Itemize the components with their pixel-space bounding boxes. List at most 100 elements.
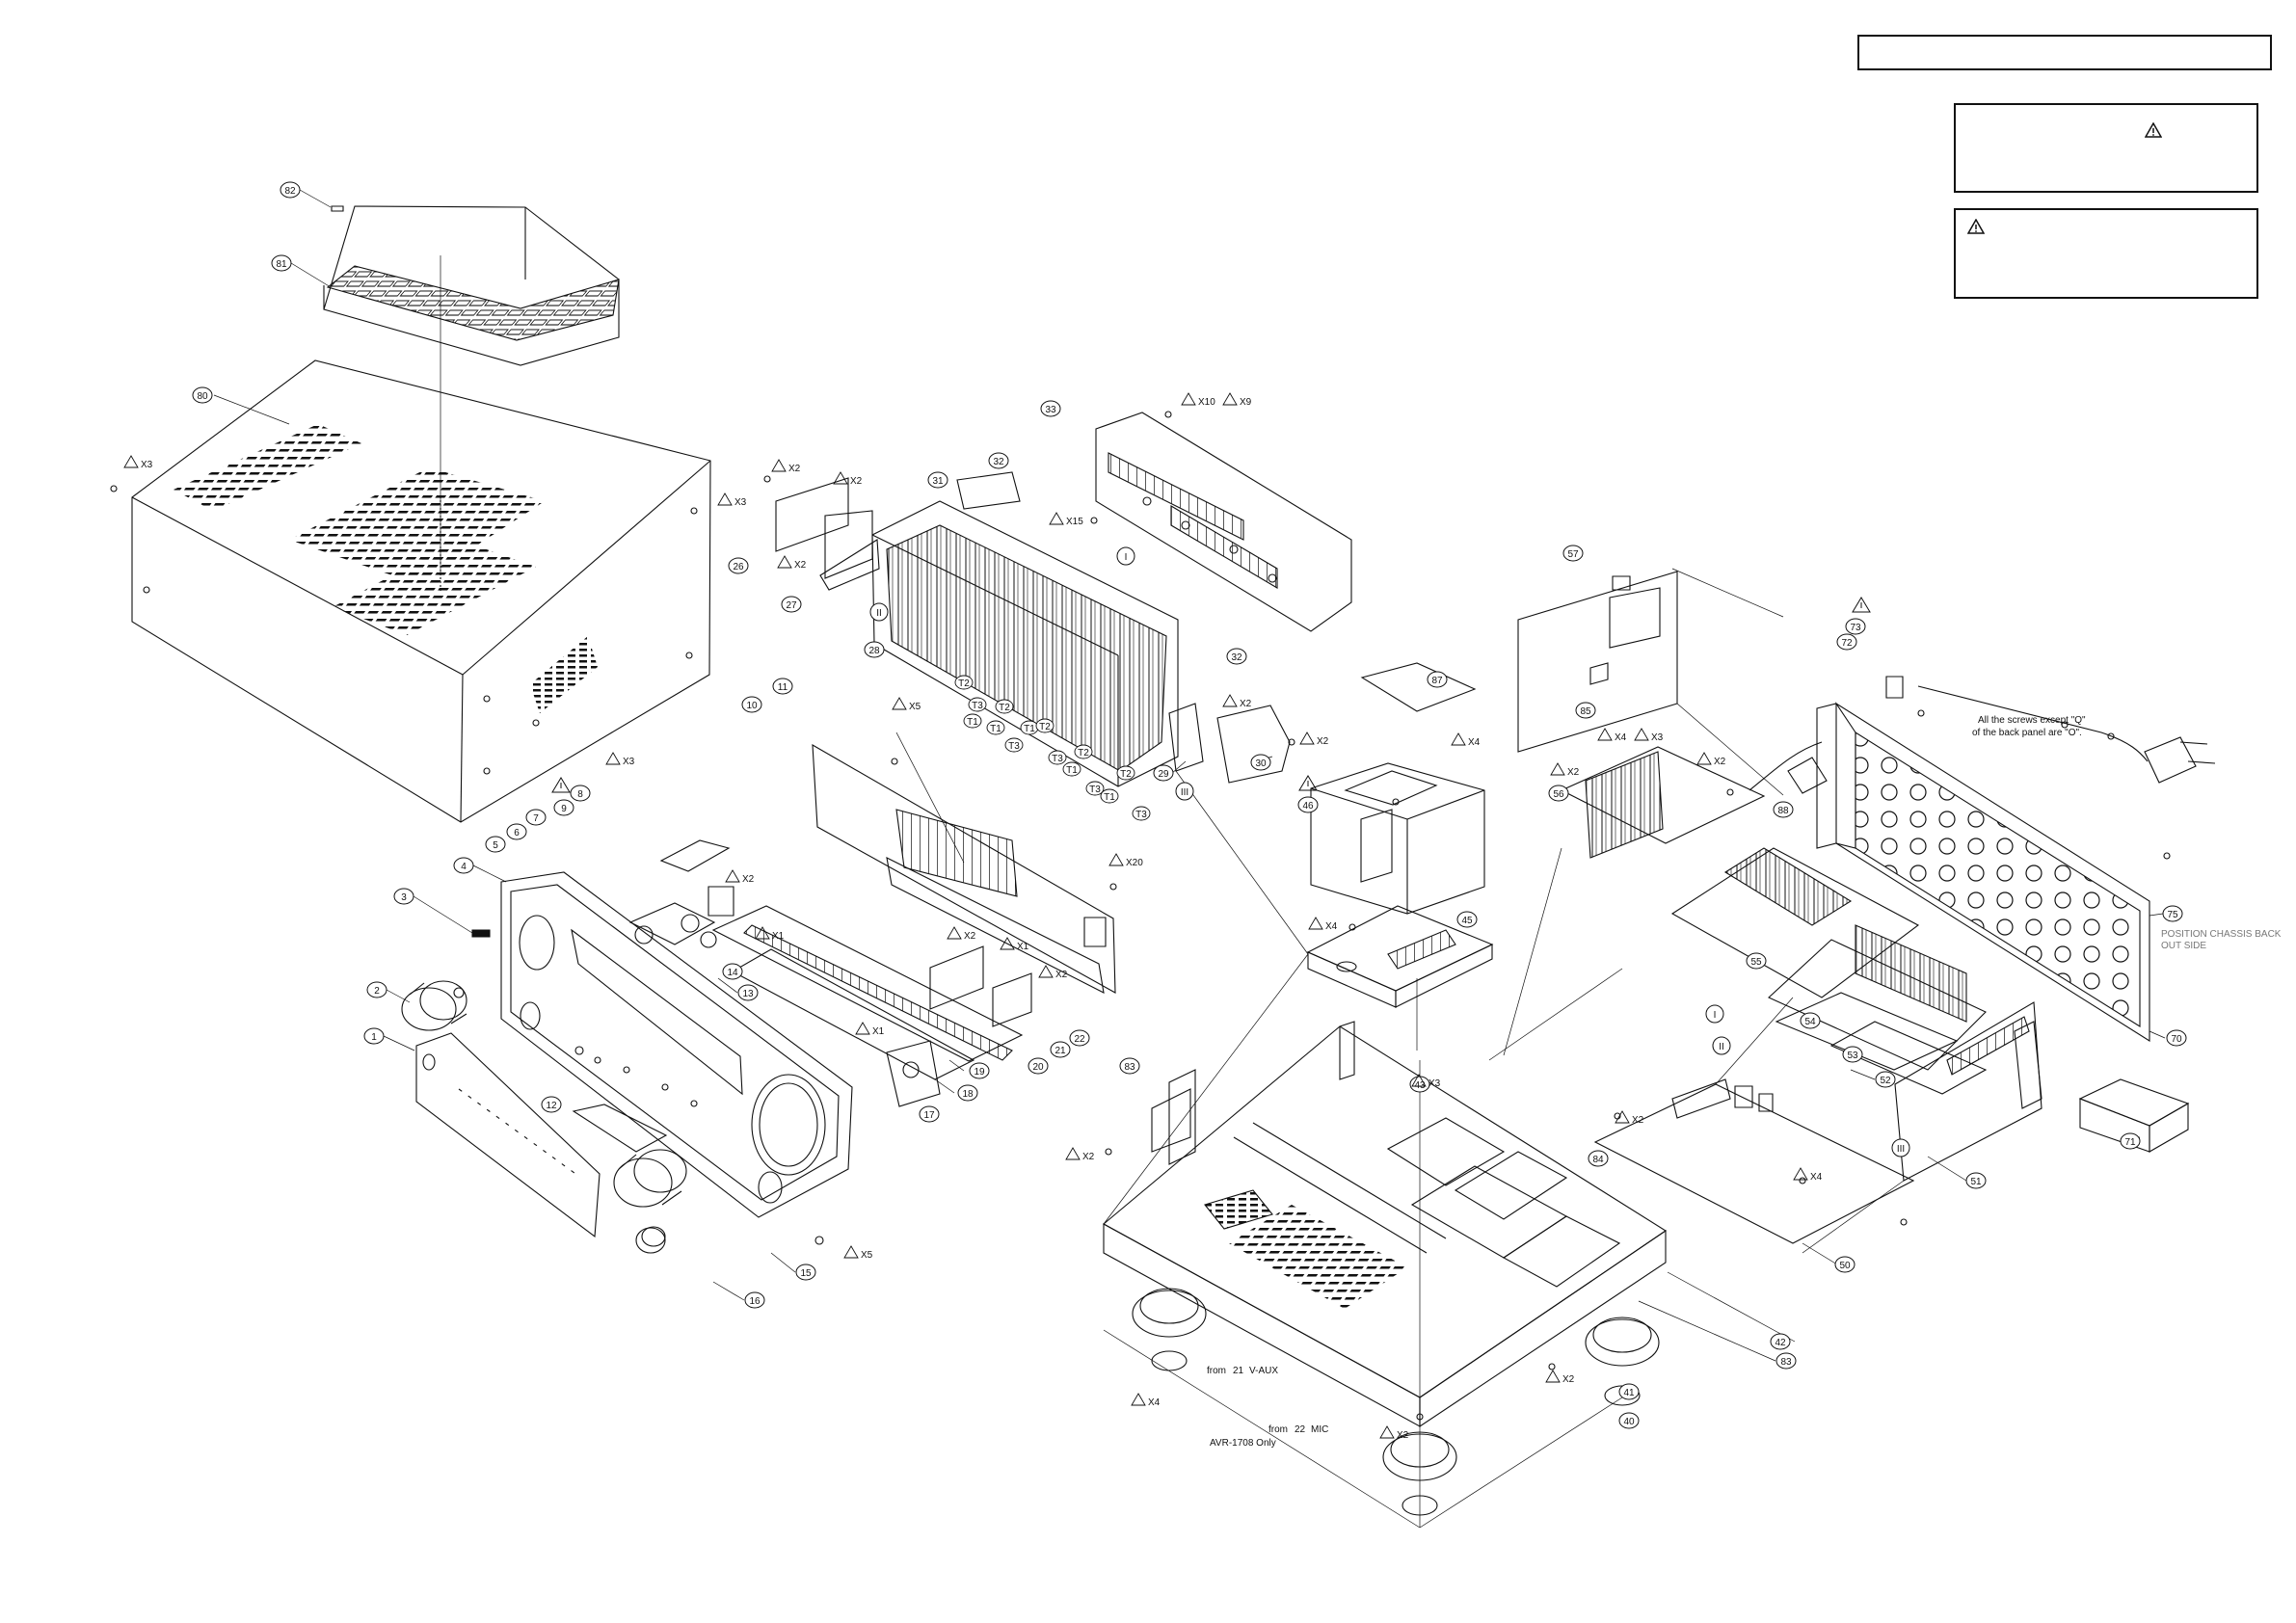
part-bubble: 1 xyxy=(364,1028,384,1044)
part-number: 40 xyxy=(1623,1417,1635,1427)
roman-ref: III xyxy=(1891,1138,1910,1157)
note-position-line1: POSITION CHASSIS BACK xyxy=(2161,929,2282,940)
tag-triangle-icon xyxy=(844,1246,858,1258)
part-bubble: 85 xyxy=(1576,703,1595,718)
screw-tag: X1 xyxy=(856,1023,885,1037)
part-number: 52 xyxy=(1880,1076,1891,1086)
part-4-front-panel xyxy=(501,872,852,1217)
part-bubble: 29 xyxy=(1154,765,1173,781)
t-ref: T3 xyxy=(1133,807,1150,820)
screw-tag: X3 xyxy=(1412,1075,1441,1089)
screw-tag: X2 xyxy=(1546,1370,1575,1385)
part-number: 84 xyxy=(1592,1155,1604,1165)
tag-triangle-icon xyxy=(1066,1148,1080,1159)
screw-tag: X20 xyxy=(1109,854,1143,868)
t-ref: T2 xyxy=(1036,719,1054,732)
part-number: 83 xyxy=(1124,1062,1135,1073)
part-bubble: 27 xyxy=(782,597,801,612)
tag-triangle-icon xyxy=(1615,1111,1629,1123)
part-bubble: 70 xyxy=(2167,1030,2186,1046)
part-bubble: 2 xyxy=(367,982,387,998)
part-number: 42 xyxy=(1775,1338,1786,1348)
screw-tag: X4 xyxy=(1452,733,1481,748)
screw-tag: X2 xyxy=(1551,763,1580,778)
screw-tag: X2 xyxy=(1066,1148,1095,1162)
t-label: T2 xyxy=(1078,748,1089,758)
part-number: 5 xyxy=(493,840,498,851)
roman-numeral: II xyxy=(1719,1042,1724,1052)
part-number: 19 xyxy=(974,1067,985,1078)
part-82-clip xyxy=(332,206,343,211)
part-bubble: 17 xyxy=(920,1106,939,1122)
screw-count: X3 xyxy=(141,460,153,470)
part-number: 9 xyxy=(561,804,567,814)
part-number: 4 xyxy=(461,862,467,872)
part-bubble: 32 xyxy=(1227,649,1246,664)
part-number: 83 xyxy=(1780,1357,1792,1368)
screw-count: X2 xyxy=(794,560,807,571)
part-number: 10 xyxy=(746,701,758,711)
note-from-21: from xyxy=(1207,1366,1226,1376)
part-42-chassis xyxy=(1104,1022,1666,1426)
part-number: 20 xyxy=(1032,1062,1044,1073)
part-number: 85 xyxy=(1580,706,1591,717)
screw-count: X2 xyxy=(1055,970,1068,980)
screw-tag: X2 xyxy=(1615,1111,1644,1126)
screw-count: X15 xyxy=(1066,517,1083,527)
screw-tag: X2 xyxy=(778,556,807,571)
t-label: T3 xyxy=(1008,741,1020,752)
tag-triangle-icon xyxy=(1050,513,1063,524)
t-label: T2 xyxy=(1120,769,1132,780)
part-number: 29 xyxy=(1158,769,1169,780)
part-number: 73 xyxy=(1850,623,1861,633)
part-bubble: 72 xyxy=(1837,634,1856,650)
screw-tag: X2 xyxy=(1380,1426,1409,1441)
note-from-22: from xyxy=(1268,1424,1288,1435)
part-bubble: 45 xyxy=(1457,912,1477,927)
note-from-22-num: 22 xyxy=(1295,1424,1306,1435)
tag-triangle-icon xyxy=(778,556,791,568)
roman-ref: II xyxy=(869,602,889,622)
front-pcbs xyxy=(630,840,734,948)
screw-tag: X4 xyxy=(1794,1168,1823,1183)
screw-tag: X5 xyxy=(844,1246,873,1261)
part-number: 50 xyxy=(1839,1261,1851,1271)
part-bubble: 32 xyxy=(989,453,1008,468)
part-number: 70 xyxy=(2171,1034,2182,1045)
part-71-block xyxy=(2080,1079,2188,1152)
part-2-knob xyxy=(402,981,467,1030)
part-bubble: 81 xyxy=(272,255,291,271)
screw-tag: X15 xyxy=(1050,513,1083,527)
warning-triangle-icon xyxy=(1967,219,1985,234)
part-30-pcb xyxy=(1169,704,1290,783)
warning-triangle-icon xyxy=(552,778,570,792)
part-bubble: 20 xyxy=(1028,1058,1048,1074)
part-bubble: 75 xyxy=(2163,906,2182,921)
screw-tag: X3 xyxy=(1635,729,1664,743)
part-bubble: 57 xyxy=(1563,545,1583,561)
part-number: 30 xyxy=(1255,758,1267,769)
t-label: T2 xyxy=(999,703,1010,713)
part-bubble: 28 xyxy=(865,642,884,657)
roman-numeral: III xyxy=(1181,787,1188,798)
tag-triangle-icon xyxy=(1223,393,1237,405)
screw-tag: X2 xyxy=(772,460,801,474)
part-bubble: 31 xyxy=(928,472,948,488)
warning-triangle-icon xyxy=(2145,122,2162,138)
screw-count: X2 xyxy=(1632,1115,1644,1126)
tag-triangle-icon xyxy=(1300,732,1314,744)
part-bubble: 14 xyxy=(723,964,742,979)
part-number: 26 xyxy=(733,562,744,572)
part-bubble: 15 xyxy=(796,1264,815,1280)
screw-count: X2 xyxy=(1082,1152,1095,1162)
screw-count: X2 xyxy=(850,476,863,487)
screw-tag: X4 xyxy=(1132,1394,1161,1408)
part-81-grill xyxy=(324,206,619,365)
t-ref: T1 xyxy=(1063,762,1081,776)
title-block xyxy=(1857,35,2272,70)
tag-triangle-icon xyxy=(856,1023,869,1034)
screw-count: X2 xyxy=(742,874,755,885)
